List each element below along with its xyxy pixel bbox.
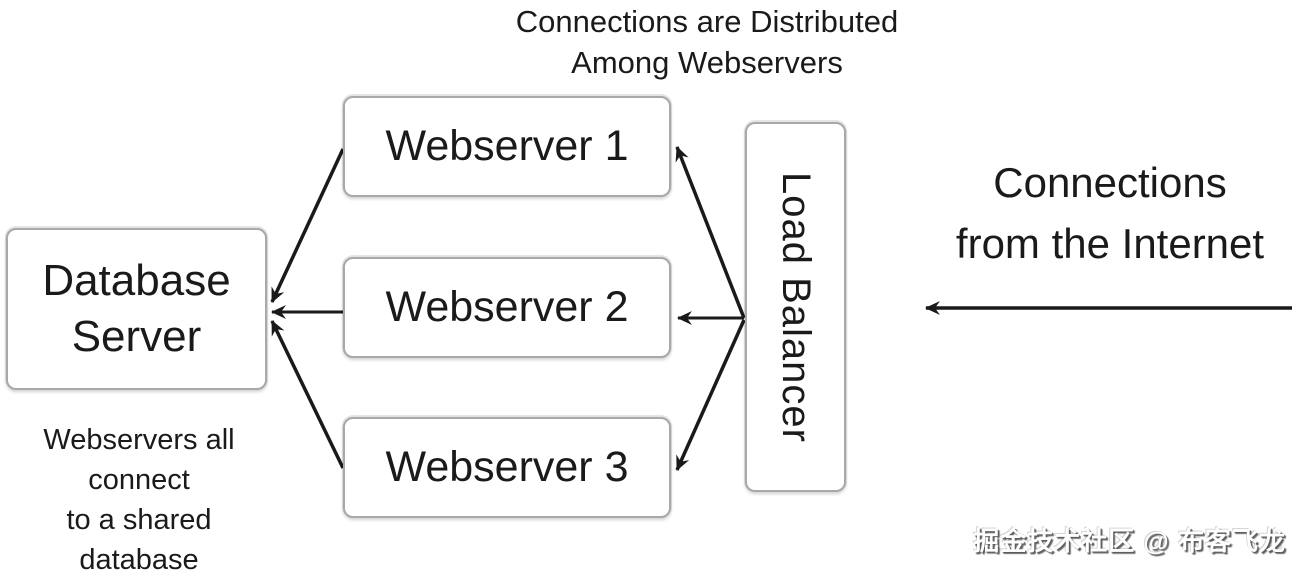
node-database-server-label: Database Server <box>42 256 231 361</box>
node-webserver-2: Webserver 2 <box>343 257 671 358</box>
shared-database-note: Webservers all connect to a shared datab… <box>43 424 235 576</box>
diagram-title: Connections are Distributed Among Webser… <box>515 4 899 80</box>
arrow-loadbalancer-to-webserver1 <box>675 146 746 319</box>
watermark: 掘金技术社区 @ 布客飞龙 <box>973 526 1286 556</box>
node-webserver-2-label: Webserver 2 <box>385 283 629 331</box>
node-load-balancer: Load Balancer <box>745 122 846 492</box>
internet-connections-label: Connections from the Internet <box>955 159 1265 267</box>
node-webserver-1-label: Webserver 1 <box>385 122 629 170</box>
node-webserver-3-label: Webserver 3 <box>385 443 629 491</box>
node-webserver-1: Webserver 1 <box>343 96 671 197</box>
node-load-balancer-label: Load Balancer <box>774 171 818 443</box>
arrow-loadbalancer-to-webserver3 <box>675 319 746 471</box>
arrow-webserver3-to-database <box>270 320 345 469</box>
node-webserver-3: Webserver 3 <box>343 417 671 518</box>
arrow-webserver1-to-database <box>270 148 345 303</box>
node-database-server: Database Server <box>6 228 267 390</box>
